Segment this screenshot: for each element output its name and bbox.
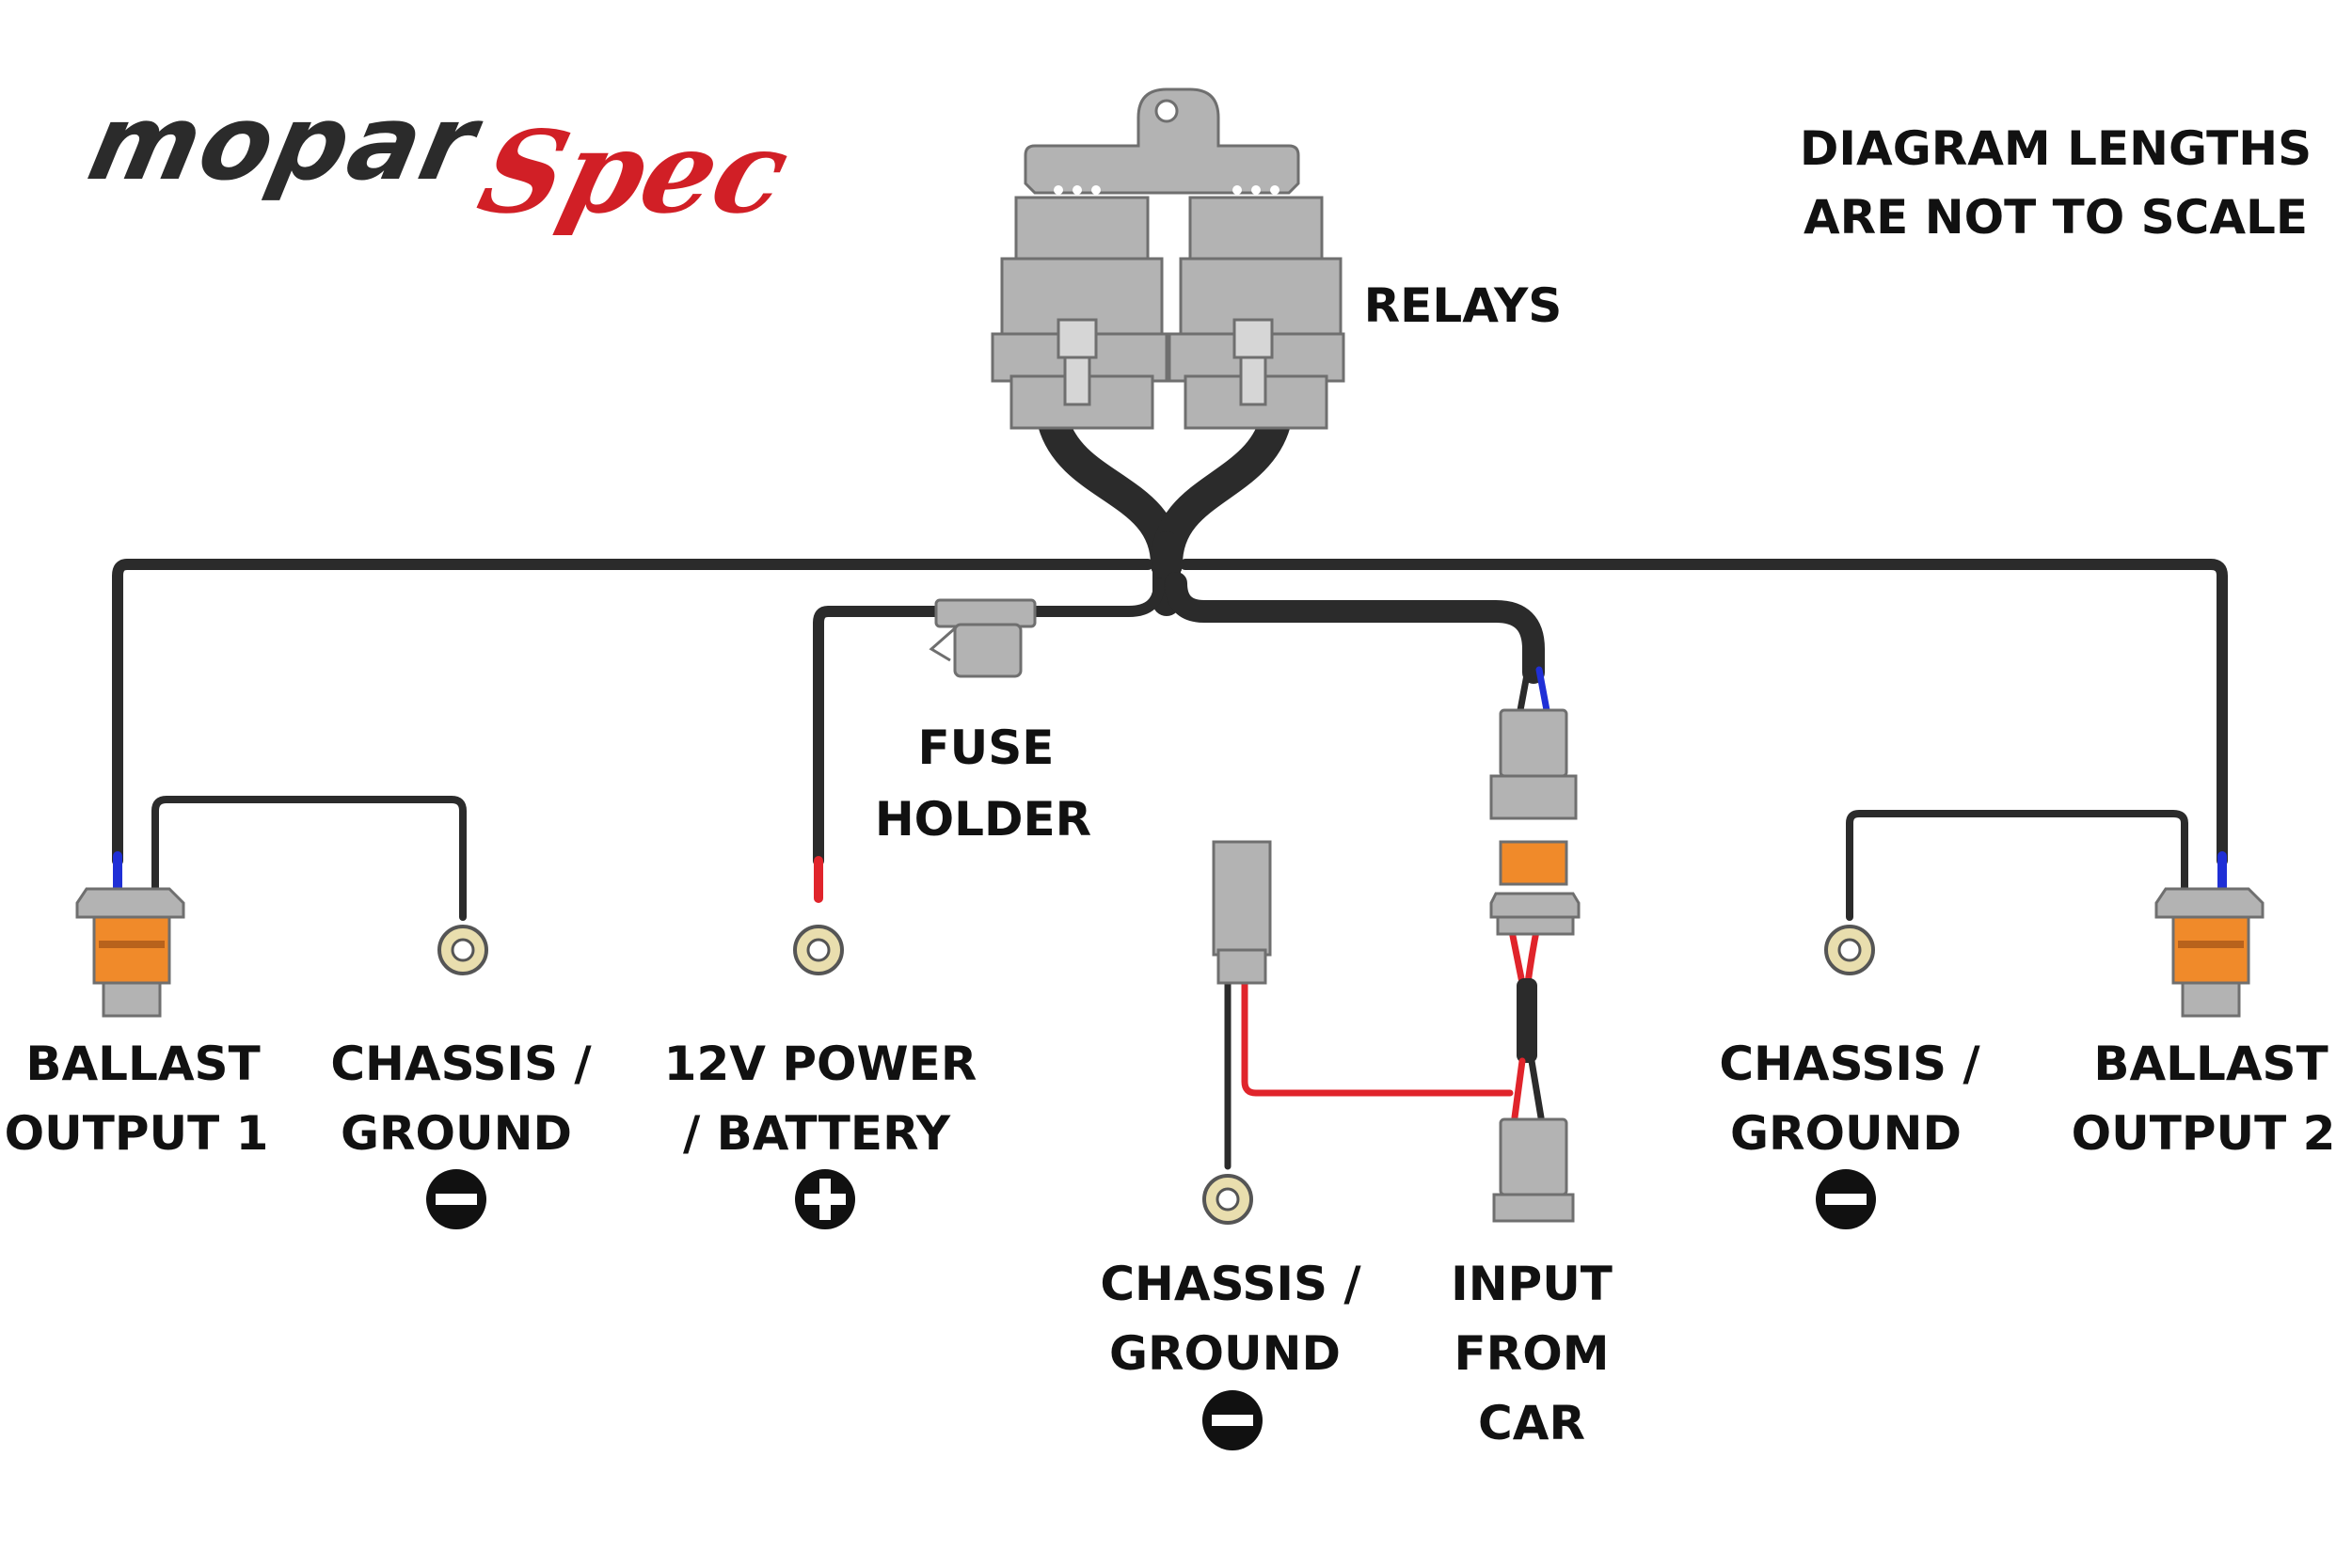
wires: [112, 407, 2228, 1170]
label-ballast-2-line2: OUTPUT 2: [2072, 1106, 2336, 1161]
label-input-line1: INPUT: [1451, 1257, 1613, 1311]
logo-text-mopar: mopar: [79, 84, 492, 204]
label-ballast-2-line1: BALLAST: [2093, 1037, 2328, 1091]
label-input-line3: CAR: [1478, 1396, 1585, 1450]
ballast-output-1-connector: [75, 887, 185, 1018]
relay-bracket: [1024, 87, 1300, 195]
ballast-output-2-connector: [2154, 887, 2265, 1018]
label-chassis-2-line2: GROUND: [1730, 1106, 1962, 1161]
scale-note: DIAGRAM LENGTHS ARE NOT TO SCALE: [1800, 121, 2312, 245]
label-input-line2: FROM: [1454, 1326, 1610, 1381]
wire-input-blue-lead: [1535, 666, 1550, 714]
label-ballast-1-line1: BALLAST: [25, 1037, 260, 1091]
wire-input: [1165, 572, 1545, 684]
wire-ballast-1: [112, 559, 1153, 866]
input-connector-bottom: [1492, 1117, 1575, 1223]
fuse-holder: [929, 598, 1037, 678]
wire-input-black-out: [1528, 1057, 1545, 1121]
wire-input-red-cross: [1241, 979, 1514, 1097]
heat-shrink: [1517, 978, 1537, 1063]
label-chassis-2-line1: CHASSIS /: [1719, 1037, 1980, 1091]
ring-terminal-ground-1: [437, 925, 488, 975]
ring-terminal-ground-2: [1824, 925, 1875, 975]
wire-input-red-out: [1511, 1057, 1526, 1121]
label-chassis-mid-line2: GROUND: [1109, 1326, 1341, 1381]
bracket-hole: [1154, 99, 1179, 123]
label-chassis-mid-line1: CHASSIS /: [1100, 1257, 1361, 1311]
minus-icon: [1202, 1390, 1263, 1450]
ring-terminal-power: [793, 925, 844, 975]
relay-left: [991, 196, 1168, 430]
wire-power: [813, 578, 1165, 866]
mopar-spec-logo: mopar Spec: [79, 84, 802, 238]
ring-terminal-ground-mid: [1202, 1174, 1253, 1225]
scale-note-line2: ARE NOT TO SCALE: [1804, 190, 2308, 245]
relay-right: [1168, 196, 1345, 430]
chassis-mid-connector: [1212, 840, 1272, 985]
scale-note-line1: DIAGRAM LENGTHS: [1800, 121, 2312, 176]
label-power-line1: 12V POWER: [664, 1037, 977, 1091]
wire-ballast-1-ground: [151, 796, 467, 921]
label-chassis-1-line2: GROUND: [341, 1106, 572, 1161]
label-relays: RELAYS: [1364, 278, 1563, 333]
logo-text-spec: Spec: [468, 106, 802, 239]
wire-ballast-2-ground: [1846, 810, 2188, 921]
relay-lead-left: [1038, 407, 1183, 580]
input-connector-relay-side: [1489, 708, 1578, 820]
label-fuse-line1: FUSE: [918, 721, 1055, 775]
minus-icon: [426, 1169, 486, 1229]
label-power-line2: / BATTERY: [683, 1106, 951, 1161]
relay-lead-right: [1151, 407, 1291, 580]
input-connector-car-side: [1489, 840, 1581, 936]
label-chassis-1-line1: CHASSIS /: [330, 1037, 592, 1091]
label-ballast-1-line2: OUTPUT 1: [5, 1106, 269, 1161]
label-fuse-line2: HOLDER: [875, 792, 1091, 847]
minus-icon: [1816, 1169, 1876, 1229]
wire-ballast-2: [1180, 559, 2228, 866]
wire-input-black-lead: [1517, 666, 1532, 714]
plus-icon: [795, 1169, 855, 1229]
